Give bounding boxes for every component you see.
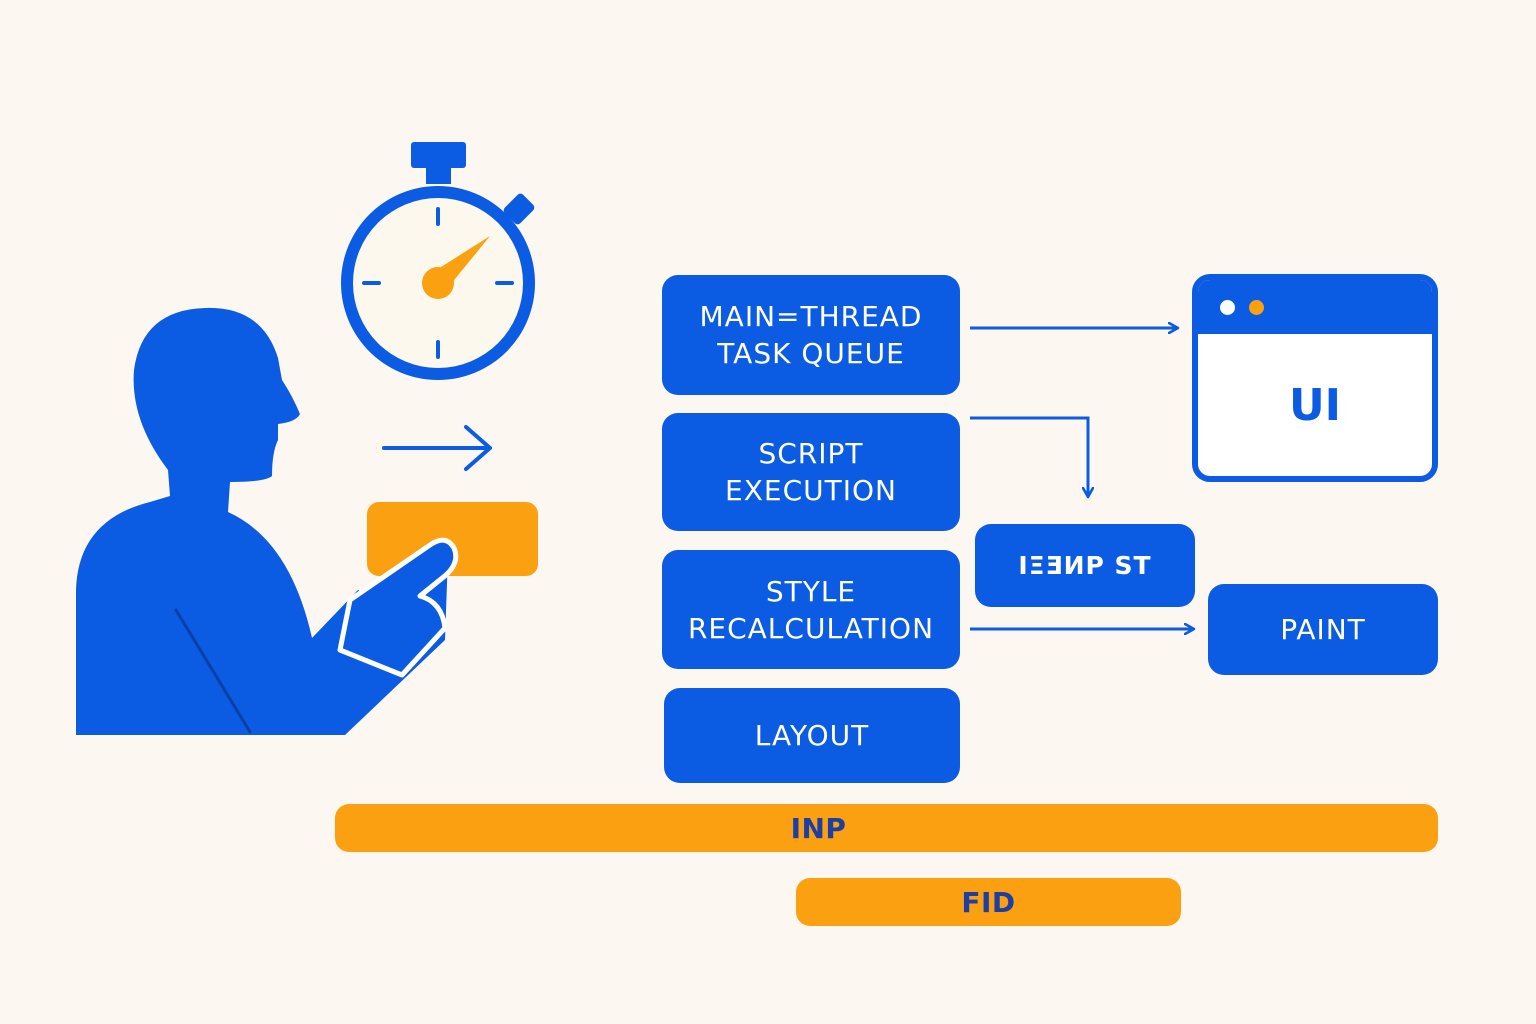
- inp-bar: INP: [335, 804, 1438, 852]
- arrow-script-to-middle: [970, 416, 1088, 497]
- main-thread-task-queue-box: MAIN=THREAD TASK QUEUE: [662, 275, 960, 395]
- flow-arrows: [970, 328, 1194, 629]
- stopwatch-icon: [341, 142, 535, 380]
- paint-box: PAINT: [1208, 584, 1438, 675]
- ui-window-titlebar: [1198, 280, 1432, 334]
- style-recalculation-label: STYLE RECALCULATION: [687, 574, 935, 645]
- style-recalculation-box: STYLE RECALCULATION: [662, 550, 960, 669]
- garbled-stage-box: IΞƎИP ST: [975, 524, 1195, 607]
- main-thread-task-queue-label: MAIN=THREAD TASK QUEUE: [699, 300, 923, 370]
- inp-label: INP: [790, 811, 847, 845]
- fid-label: FID: [961, 885, 1016, 919]
- ui-window-icon: UI: [1192, 274, 1438, 482]
- script-execution-label: SCRIPT EXECUTION: [725, 437, 897, 507]
- layout-box: LAYOUT: [664, 688, 960, 783]
- fid-bar: FID: [796, 878, 1181, 926]
- script-execution-box: SCRIPT EXECUTION: [662, 413, 960, 531]
- pointing-hand-icon: [337, 537, 459, 678]
- layout-label: LAYOUT: [754, 719, 870, 752]
- ui-window-label: UI: [1288, 379, 1342, 431]
- window-dot-white-icon: [1220, 300, 1235, 315]
- garbled-stage-label: IΞƎИP ST: [1018, 551, 1152, 580]
- arrow-right-icon: [382, 425, 492, 471]
- paint-label: PAINT: [1280, 613, 1366, 646]
- window-dot-orange-icon: [1249, 300, 1264, 315]
